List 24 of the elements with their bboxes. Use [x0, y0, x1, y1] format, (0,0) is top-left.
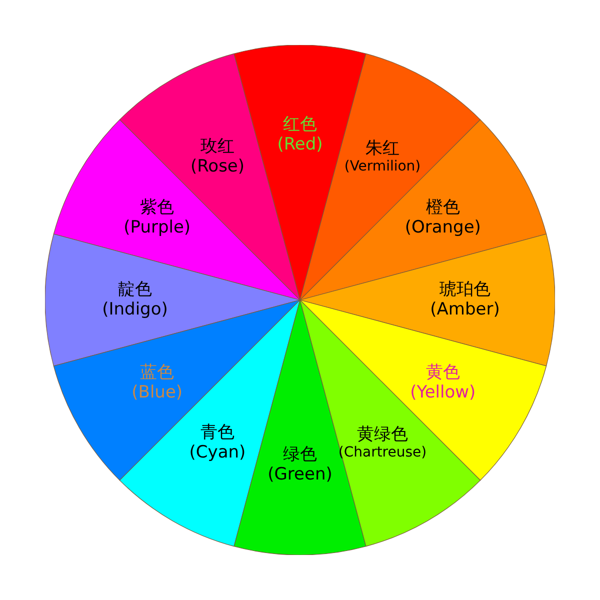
- color-name: 橙色: [424, 197, 461, 218]
- color-english-name: (Vermilion): [344, 158, 421, 176]
- color-english-name: (Yellow): [410, 382, 476, 403]
- color-english-name: (Amber): [430, 300, 500, 320]
- color-name: 琥珀色: [438, 280, 492, 300]
- color-name: 黄绿色: [356, 424, 409, 445]
- color-name: 绿色: [282, 444, 318, 465]
- color-english-name: (Red): [277, 135, 323, 156]
- color-english-name: (Orange): [404, 218, 481, 238]
- color-name: 靛色: [117, 280, 153, 300]
- color-name: 黄色: [424, 362, 461, 382]
- color-name: 红色: [282, 114, 318, 135]
- color-name: 紫色: [139, 197, 176, 218]
- color-name: 蓝色: [139, 362, 176, 382]
- color-english-name: (Blue): [132, 382, 183, 403]
- color-english-name: (Rose): [190, 157, 245, 178]
- color-name: 朱红: [364, 138, 400, 159]
- color-english-name: (Chartreuse): [338, 444, 427, 462]
- color-name: 青色: [200, 422, 236, 443]
- color-name: 玫红: [200, 136, 236, 158]
- color-english-name: (Indigo): [102, 300, 168, 320]
- color-english-name: (Green): [268, 465, 332, 486]
- color-english-name: (Cyan): [189, 442, 246, 464]
- color-english-name: (Purple): [124, 218, 191, 238]
